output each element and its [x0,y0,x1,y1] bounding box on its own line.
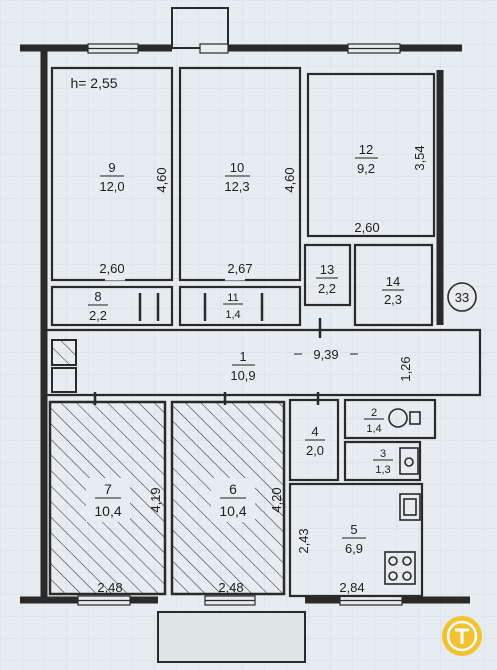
room-4-number: 4 [311,424,318,439]
room-7-number: 7 [104,481,112,497]
room-10-number: 10 [230,160,244,175]
doors [93,275,322,405]
dim-corridor-length: 9,39 [313,347,338,362]
room-14-number: 14 [386,274,400,289]
room-14-area: 2,3 [384,292,402,307]
dim-r10-length: 4,60 [282,167,297,192]
apartment-badge [447,282,477,312]
kitchen-sink-icon [399,493,421,521]
room-3-outline [343,440,422,482]
balcony-bottom [157,611,306,663]
sink-icon [399,447,419,475]
shaft-box [51,367,77,393]
dim-r7-length: 4,19 [148,487,163,512]
room-8-number: 8 [94,289,101,304]
room-5-number: 5 [350,522,357,537]
dim-r7-width: 2,48 [97,580,122,595]
corridor-area: 10,9 [230,368,255,383]
room-3-number: 3 [380,448,386,460]
room-12-outline [306,72,436,238]
ceiling-height-label: h= 2,55 [70,75,117,91]
room-14-outline [353,243,434,327]
room-6-area: 10,4 [219,503,246,519]
room-2-area: 1,4 [366,423,381,435]
room-5-area: 6,9 [345,541,363,556]
room-2-outline [343,398,437,440]
dim-r9-length: 4,60 [154,167,169,192]
stove-icon [384,551,416,585]
room-13-number: 13 [320,262,334,277]
room-12-area: 9,2 [357,161,375,176]
corridor-number: 1 [239,349,246,364]
room-8-outline [50,285,174,327]
room-10-area: 12,3 [224,179,249,194]
room-9-number: 9 [108,160,115,175]
room-6-number: 6 [229,481,237,497]
room-4-outline [288,398,340,482]
dim-r6-length: 4,20 [269,487,284,512]
room-9-area: 12,0 [99,179,124,194]
dim-r6-width: 2,48 [218,580,243,595]
room-11-number: 11 [227,292,238,304]
room-3-area: 1,3 [375,464,390,476]
room-2-number: 2 [371,407,377,419]
watermark-logo-icon [442,616,482,656]
room-13-outline [303,243,352,307]
room-13-area: 2,2 [318,281,336,296]
windows [77,43,403,606]
room-11-outline [178,285,302,327]
room-12-number: 12 [359,142,373,157]
toilet-icon [388,408,421,428]
dim-corridor-width: 1,26 [398,356,413,381]
apartment-number: 33 [455,290,469,305]
dim-r5-length: 2,43 [296,528,311,553]
shaft-hatched [51,339,77,366]
corridor-outline [44,328,482,397]
dim-r5-width: 2,84 [339,580,364,595]
room-11-area: 1,4 [225,309,240,321]
room-5-outline [288,482,424,598]
dim-r10-width: 2,67 [227,261,252,276]
dim-r12-length: 3,54 [412,145,427,170]
room-4-area: 2,0 [306,443,324,458]
dim-r12-width: 2,60 [354,220,379,235]
room-7-area: 10,4 [94,503,121,519]
dim-r9-width: 2,60 [99,261,124,276]
room-8-area: 2,2 [89,308,107,323]
